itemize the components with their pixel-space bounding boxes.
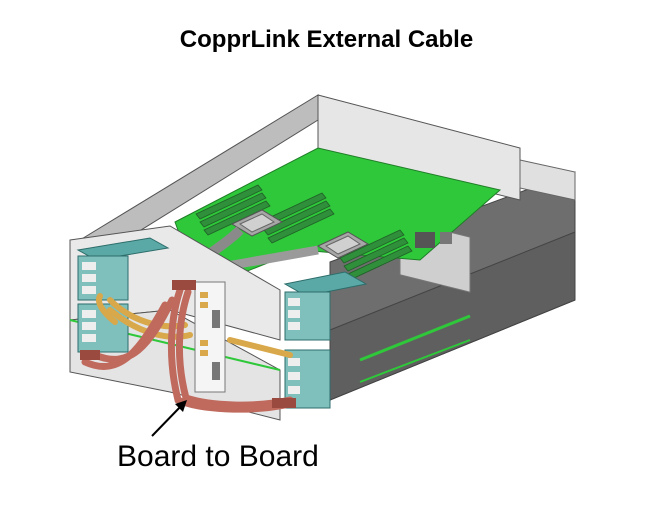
callout-arrow-head — [175, 400, 187, 412]
drive-cage-left-top — [76, 237, 170, 301]
center-io-panel — [194, 281, 226, 393]
copprlink-connectors — [80, 280, 296, 408]
callout-arrow — [151, 403, 184, 437]
cpu-socket-2 — [316, 231, 370, 259]
callout-label: Board to Board — [117, 440, 319, 473]
diagram-title: CopprLink External Cable — [179, 26, 474, 53]
memory-dimms-left — [195, 184, 335, 244]
drive-cage-right-top — [283, 271, 368, 341]
rear-panel — [317, 94, 521, 201]
memory-dimms-right — [339, 229, 413, 280]
copprlink-external-cables — [81, 286, 294, 413]
cpu-socket-1 — [230, 209, 284, 237]
